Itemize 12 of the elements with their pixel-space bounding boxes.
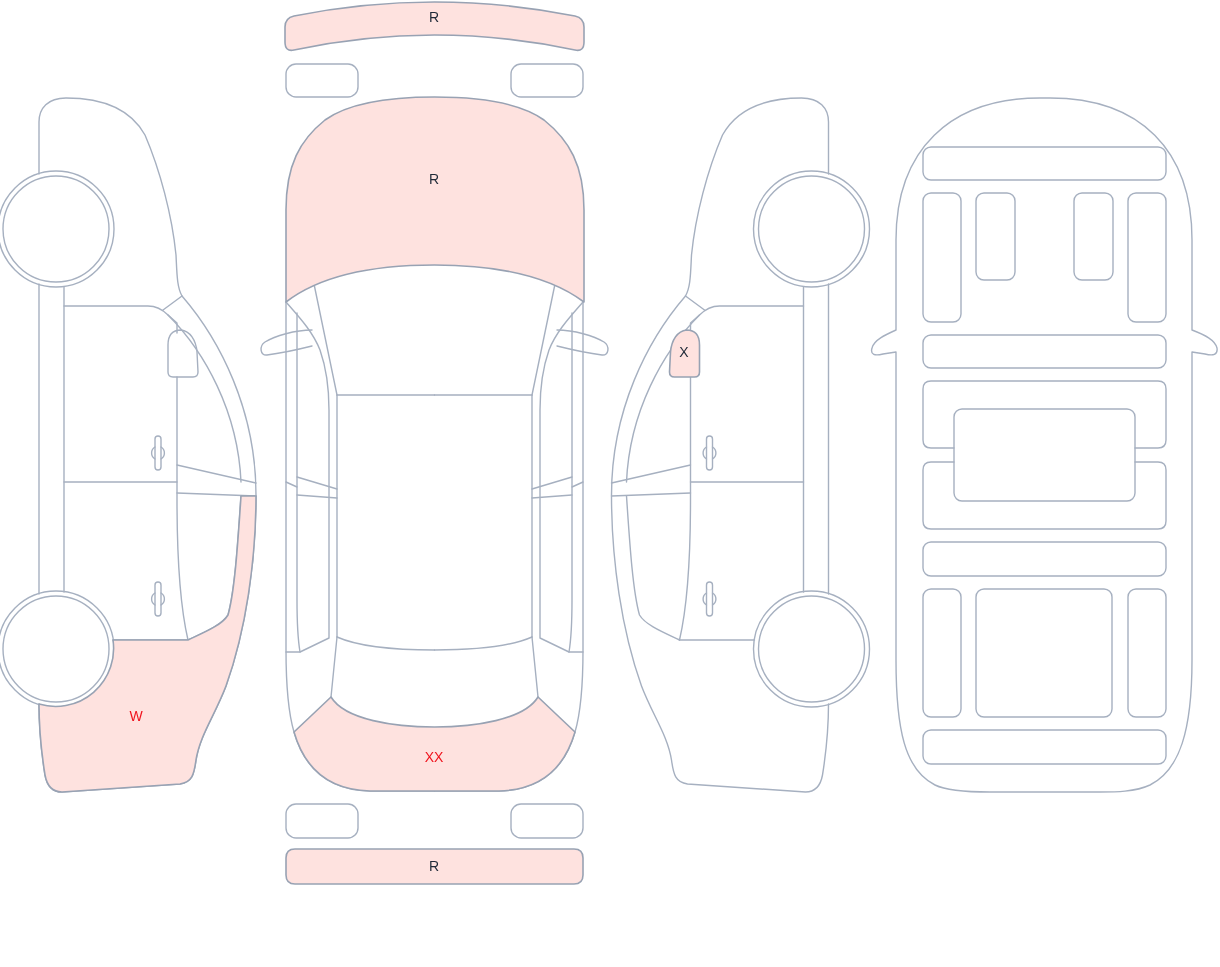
- front-bumper-part: [283, 0, 586, 54]
- tailgate-part: [292, 695, 577, 793]
- hood-part: [284, 95, 585, 304]
- damage-code: R: [428, 10, 440, 24]
- damage-code: X: [679, 345, 689, 359]
- side-mirror-part: [668, 328, 701, 379]
- damage-code: R: [428, 859, 440, 873]
- damage-code: XX: [424, 750, 444, 764]
- damage-code: R: [428, 172, 440, 186]
- damage-code: W: [129, 709, 143, 723]
- rear-bumper-part: [284, 848, 585, 886]
- rear-quarter-part: [37, 494, 258, 794]
